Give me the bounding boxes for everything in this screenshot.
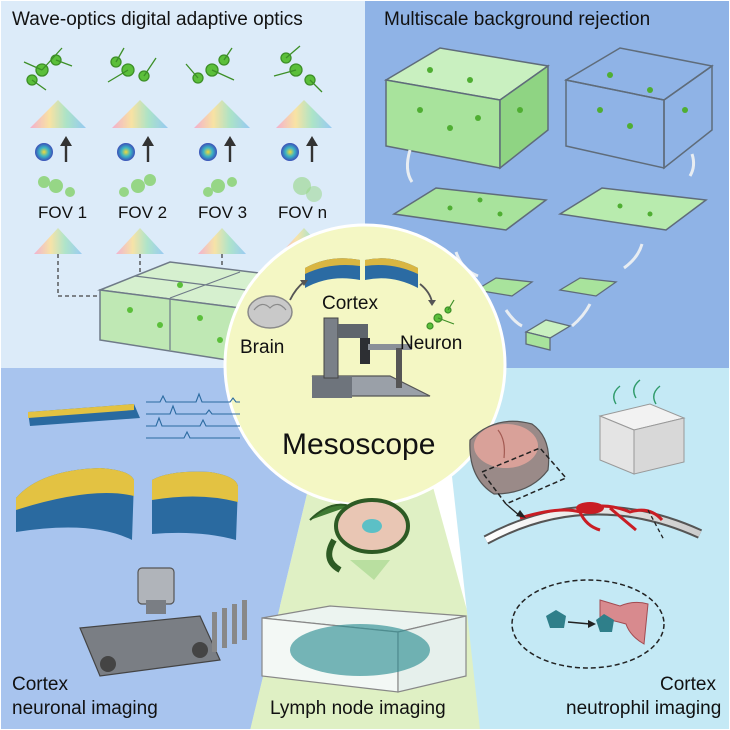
volume-right: [563, 47, 714, 170]
zoom-connectors: [505, 503, 665, 541]
volume-boxes-large: [383, 47, 714, 170]
label-cortex-neuronal-line1: Cortex: [12, 674, 68, 695]
label-cortex-neuronal-line2: neuronal imaging: [12, 698, 158, 719]
center-label-neuron: Neuron: [400, 333, 463, 354]
panel-title-background-rejection: Multiscale background rejection: [384, 9, 651, 30]
mouse-setup: [79, 567, 247, 677]
panel-title-dao: Wave-optics digital adaptive optics: [12, 9, 303, 30]
center-title-mesoscope: Mesoscope: [282, 428, 436, 461]
phase-map-icon: [35, 143, 53, 161]
phase-map-icon: [199, 143, 217, 161]
microscope-icon: [311, 317, 431, 398]
cortex-slab: [305, 258, 418, 288]
label-cortex-neutrophil-line1: Cortex: [660, 674, 716, 695]
brain-icon: [247, 295, 293, 329]
phase-map-icon: [281, 143, 299, 161]
plane-slices: [391, 187, 708, 351]
lymph-node-section: [309, 498, 410, 580]
label-lymph-node-imaging: Lymph node imaging: [270, 698, 446, 719]
volume-left: [383, 47, 550, 170]
neuron-clusters-top: [23, 45, 323, 93]
center-label-brain: Brain: [240, 337, 285, 358]
label-cortex-neutrophil-line2: neutrophil imaging: [566, 698, 722, 719]
tissue-block: [598, 379, 686, 475]
neutrophil-inset: [511, 579, 665, 669]
center-label-cortex: Cortex: [322, 293, 378, 314]
neuron-population-slab: [28, 404, 140, 426]
light-cones-top: [30, 100, 332, 128]
up-arrows: [60, 136, 318, 162]
cranial-window: [469, 420, 568, 505]
calcium-traces: [146, 392, 240, 439]
lymph-node-volume: [261, 605, 467, 693]
fov-label-2: FOV 2: [118, 203, 168, 222]
fov-label-n: FOV n: [278, 203, 328, 222]
neuron-clusters-blurred: [38, 174, 322, 202]
neuron-icon: [426, 299, 455, 330]
fov-label-3: FOV 3: [198, 203, 248, 222]
center-arrows: [289, 280, 436, 306]
fov-label-1: FOV 1: [38, 203, 88, 222]
cortex-hemispheres: [16, 468, 238, 540]
phase-map-icon: [117, 143, 135, 161]
phase-maps: [35, 143, 299, 161]
